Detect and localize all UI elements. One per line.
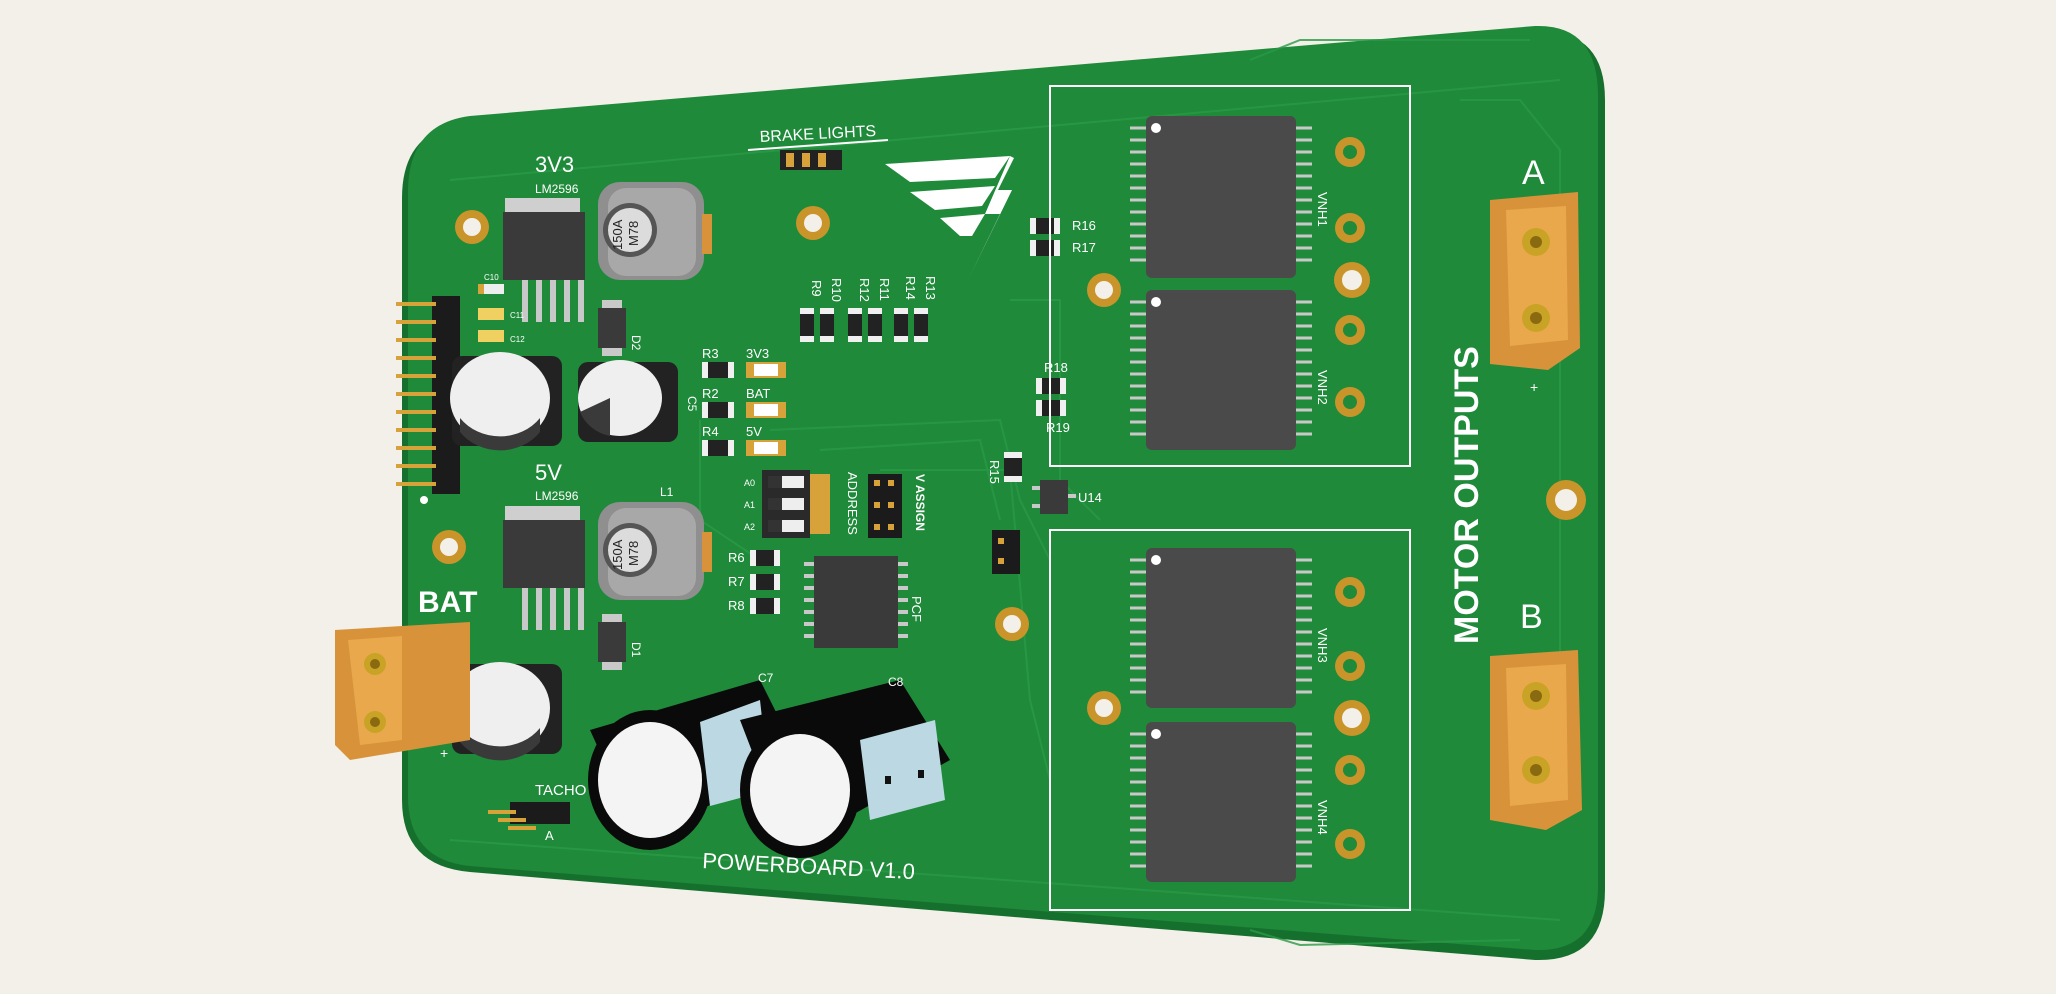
status-resistors-leds	[702, 362, 786, 456]
svg-text:C11: C11	[510, 311, 525, 320]
address-label: ADDRESS	[845, 472, 860, 535]
svg-text:R7: R7	[728, 574, 745, 589]
inductor-bottom: 150A M78	[598, 502, 712, 600]
svg-text:R18: R18	[1044, 360, 1068, 375]
brake-lights-header	[780, 150, 842, 170]
svg-text:R19: R19	[1046, 420, 1070, 435]
brake-lights-label: BRAKE LIGHTS	[759, 123, 876, 146]
svg-text:R10: R10	[829, 278, 844, 302]
brand-logo	[885, 156, 1014, 280]
copper-traces	[449, 39, 1561, 947]
output-a-plus: +	[1530, 379, 1538, 395]
svg-text:C12: C12	[510, 335, 525, 344]
lm2596-bottom-label: LM2596	[535, 489, 579, 503]
svg-text:R11: R11	[877, 278, 892, 301]
output-b-label: B	[1520, 598, 1543, 636]
svg-text:BAT: BAT	[746, 386, 770, 401]
pcf-label: PCF	[909, 596, 924, 622]
vnh-driver-group-bottom	[1049, 529, 1411, 911]
diode-d1: D1	[598, 614, 643, 670]
svg-text:R2: R2	[702, 386, 719, 401]
tacho-label: TACHO	[535, 782, 586, 799]
output-b-xt60-connector	[1490, 650, 1582, 830]
svg-text:C5: C5	[685, 396, 699, 412]
vnh2-chip	[1146, 290, 1296, 450]
svg-text:R9: R9	[809, 280, 824, 297]
svg-text:R8: R8	[728, 598, 745, 613]
bat-xt60-connector	[335, 622, 470, 760]
svg-text:C10: C10	[484, 273, 499, 282]
inductor-bottom-code2: M78	[626, 541, 641, 566]
power-pads	[1334, 137, 1370, 859]
svg-text:R3: R3	[702, 346, 719, 361]
vnh-driver-group-top	[1049, 85, 1411, 467]
inductor-top: 150A M78	[598, 182, 712, 280]
output-a-label: A	[1522, 154, 1545, 192]
electrolytic-cap-top-left	[450, 352, 562, 451]
vnh4-chip	[1146, 722, 1296, 882]
svg-text:R6: R6	[728, 550, 745, 565]
svg-text:R13: R13	[923, 276, 938, 300]
tacho-a-label: A	[545, 828, 554, 843]
resistor-top-row	[800, 308, 928, 342]
address-dip-switch	[762, 470, 830, 538]
motor-outputs-label: MOTOR OUTPUTS	[1448, 346, 1486, 644]
vnh-chip-pins	[1130, 126, 1312, 868]
svg-text:A2: A2	[744, 522, 755, 532]
vnh1-label: VNH1	[1315, 192, 1330, 227]
lm2596-regulator-bottom	[503, 506, 585, 630]
svg-text:R16: R16	[1072, 218, 1096, 233]
svg-text:A0: A0	[744, 478, 755, 488]
small-caps-top: C10 C11 C12	[478, 273, 525, 344]
lm2596-regulator-top	[503, 198, 585, 322]
vnh2-label: VNH2	[1315, 370, 1330, 405]
inductor-top-code: 150A	[610, 219, 625, 250]
resistors-r6-r8	[750, 550, 780, 614]
electrolytic-cap-bottom-left	[450, 662, 562, 761]
reg-3v3-label: 3V3	[535, 152, 574, 177]
svg-text:D2: D2	[629, 335, 643, 351]
vnh3-label: VNH3	[1315, 628, 1330, 663]
lm2596-top-label: LM2596	[535, 182, 579, 196]
vnh4-label: VNH4	[1315, 800, 1330, 835]
l1-label: L1	[660, 485, 674, 499]
output-a-xt60-connector	[1490, 192, 1580, 370]
tacho-header	[488, 802, 570, 830]
bat-label: BAT	[418, 586, 477, 619]
svg-text:3V3: 3V3	[746, 346, 769, 361]
reg-5v-label: 5V	[535, 460, 562, 485]
svg-text:U14: U14	[1078, 490, 1102, 505]
svg-text:R4: R4	[702, 424, 719, 439]
svg-text:C7: C7	[758, 671, 774, 685]
svg-text:R17: R17	[1072, 240, 1096, 255]
electrolytic-cap-c5: C5	[578, 360, 699, 442]
pcf-io-expander	[804, 556, 908, 648]
vnh3-chip	[1146, 548, 1296, 708]
svg-text:D1: D1	[629, 642, 643, 658]
small-header-mid	[992, 530, 1020, 574]
bulk-capacitor-c8: C8	[740, 675, 950, 858]
inductor-top-code2: M78	[626, 221, 641, 246]
u14-chip	[1032, 480, 1076, 514]
svg-text:A1: A1	[744, 500, 755, 510]
bat-plus: +	[440, 745, 448, 761]
svg-text:R12: R12	[857, 278, 872, 302]
svg-text:R15: R15	[987, 460, 1002, 484]
v-assign-label: V ASSIGN	[913, 474, 927, 531]
v-assign-header	[868, 474, 902, 538]
diode-d2: D2	[598, 300, 643, 356]
svg-text:5V: 5V	[746, 424, 762, 439]
inductor-bottom-code: 150A	[610, 539, 625, 570]
svg-text:R14: R14	[903, 276, 918, 300]
mounting-holes	[432, 206, 1586, 725]
pcb-board	[402, 25, 1605, 961]
vnh1-chip	[1146, 116, 1296, 278]
svg-text:C8: C8	[888, 675, 904, 689]
